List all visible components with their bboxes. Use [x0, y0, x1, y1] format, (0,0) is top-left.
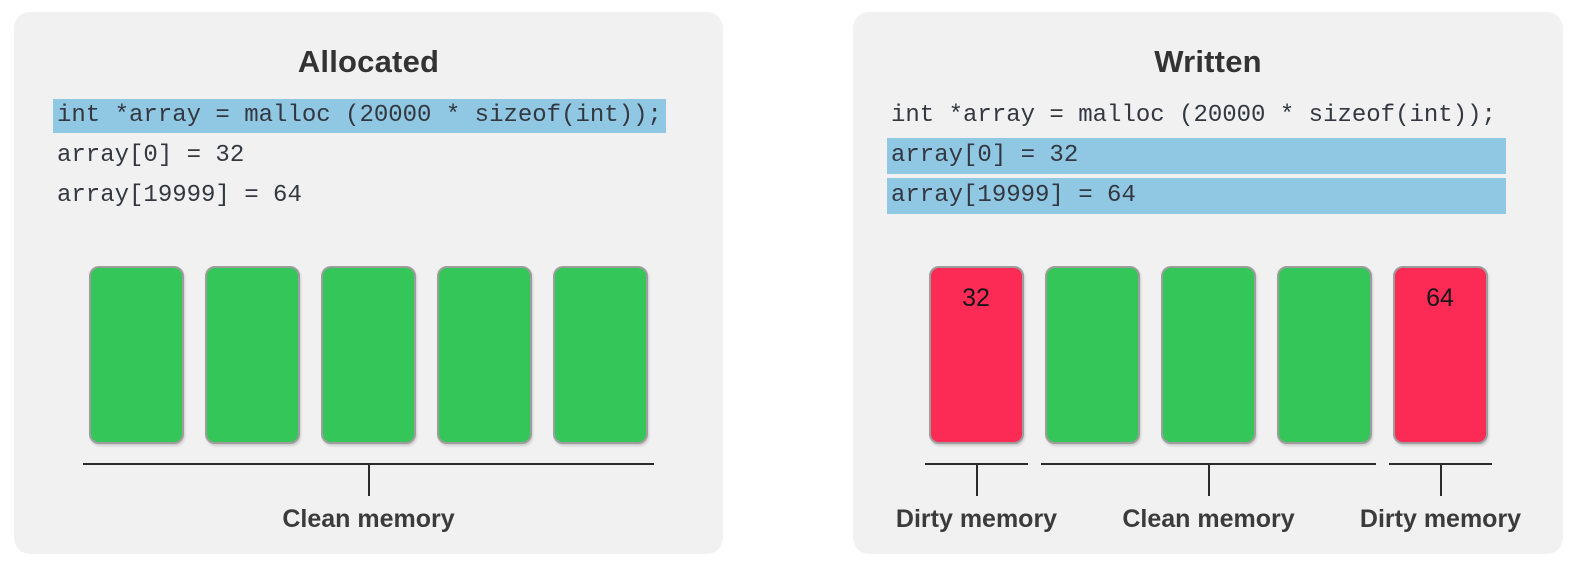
memory-cell-clean — [1276, 266, 1372, 444]
bracket-tick — [1207, 463, 1210, 496]
code-text: array[0] = 32 — [57, 142, 245, 169]
bracket-dirty-memory-left: Dirty memory — [896, 463, 1057, 543]
panel-title: Written — [1154, 44, 1262, 79]
panel-title: Allocated — [297, 44, 440, 79]
bracket-label: Dirty memory — [1359, 505, 1522, 533]
memory-cell-clean — [553, 266, 648, 444]
code-text: array[0] = 32 — [891, 142, 1079, 169]
panel-allocated: Allocated int *array = malloc (20000 * s… — [14, 12, 723, 554]
bracket-label: Dirty memory — [895, 505, 1058, 533]
code-text: array[19999] = 64 — [891, 182, 1136, 209]
bracket-clean-memory: Clean memory — [1041, 463, 1376, 543]
memory-cell-clean — [1044, 266, 1140, 444]
code-line: array[0] = 32 — [53, 138, 683, 174]
code-highlight: int *array = malloc (20000 * sizeof(int)… — [53, 99, 666, 133]
memory-cell-clean — [205, 266, 300, 444]
bracket-label: Clean memory — [1122, 505, 1295, 533]
memory-cell-clean — [321, 266, 416, 444]
code-line: array[19999] = 64 — [53, 178, 683, 214]
memory-cell-dirty: 32 — [928, 266, 1024, 444]
bracket-label: Clean memory — [282, 505, 455, 533]
bracket-tick — [367, 463, 370, 496]
bracket-tick — [975, 463, 978, 496]
memory-cells-row: 32 64 — [853, 266, 1563, 444]
code-text: int *array = malloc (20000 * sizeof(int)… — [891, 102, 1496, 129]
code-line-highlighted: array[0] = 32 — [887, 138, 1506, 174]
memory-cell-clean — [89, 266, 184, 444]
code-text: array[19999] = 64 — [57, 182, 302, 209]
memory-cells-row — [14, 266, 723, 444]
bracket-tick — [1439, 463, 1442, 496]
code-line-highlighted: array[19999] = 64 — [887, 178, 1506, 214]
cell-value: 64 — [1426, 284, 1454, 312]
panel-written: Written int *array = malloc (20000 * siz… — [853, 12, 1563, 554]
memory-cell-clean — [437, 266, 532, 444]
code-block: int *array = malloc (20000 * sizeof(int)… — [53, 94, 683, 218]
code-line: int *array = malloc (20000 * sizeof(int)… — [53, 98, 683, 134]
code-line: int *array = malloc (20000 * sizeof(int)… — [887, 98, 1506, 134]
memory-cell-dirty: 64 — [1392, 266, 1488, 444]
code-block: int *array = malloc (20000 * sizeof(int)… — [887, 94, 1506, 218]
cell-value: 32 — [962, 284, 990, 312]
bracket-clean-memory: Clean memory — [83, 463, 654, 543]
bracket-dirty-memory-right: Dirty memory — [1360, 463, 1521, 543]
memory-cell-clean — [1160, 266, 1256, 444]
